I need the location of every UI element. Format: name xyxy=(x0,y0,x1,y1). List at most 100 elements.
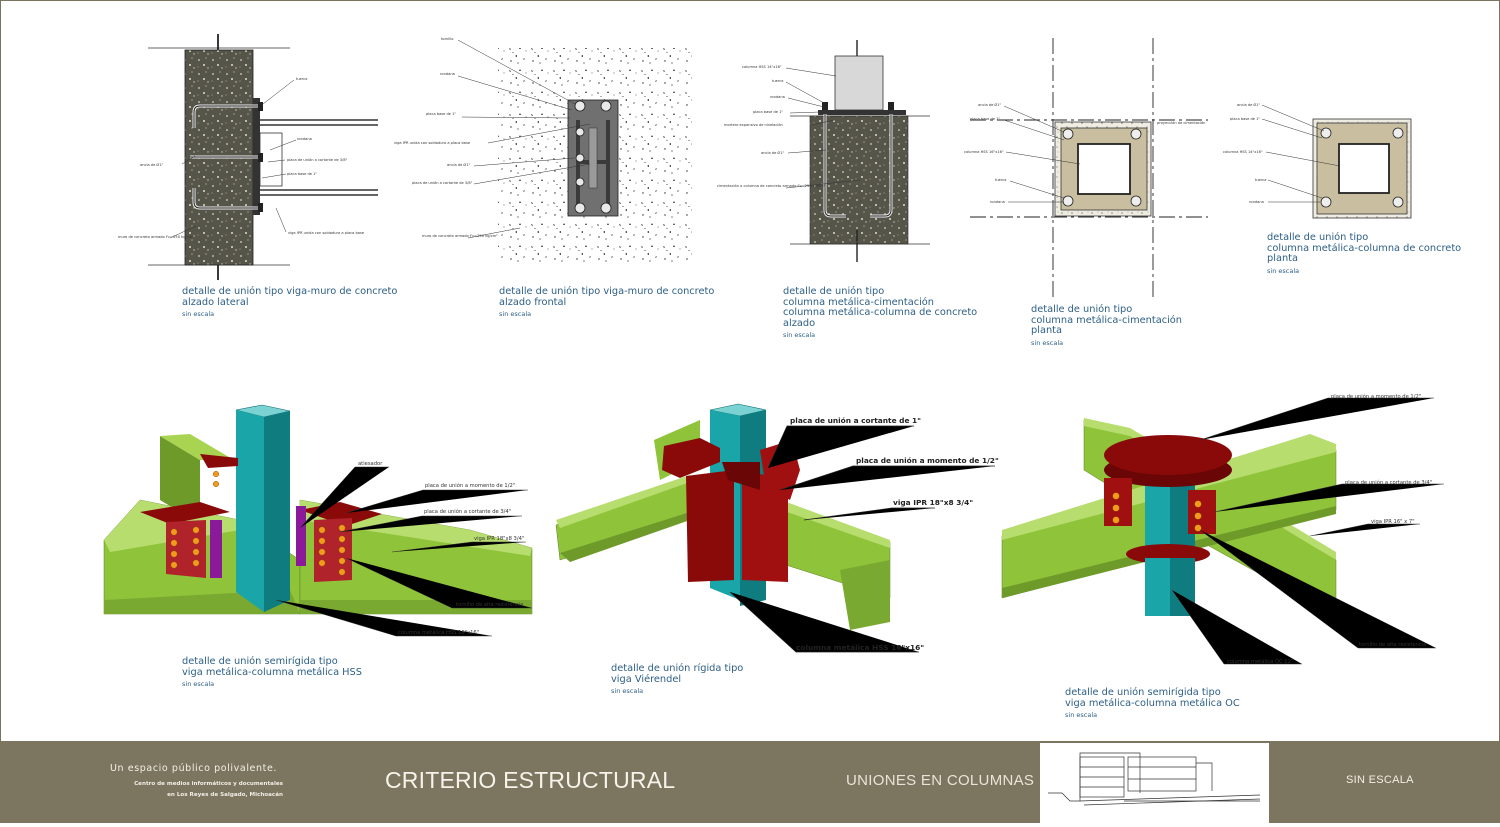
d5-label: rondana xyxy=(1249,200,1264,204)
caption-detail-8: detalle de unión semirígida tipo viga me… xyxy=(1065,687,1240,721)
caption-scale: sin escala xyxy=(499,310,532,318)
d5-label: ancla de Ø1" xyxy=(1237,102,1261,107)
d8-label: placa de unión a momento de 1/2" xyxy=(1331,393,1421,400)
key-plan xyxy=(1040,743,1269,823)
d4-label: tuerca xyxy=(995,178,1006,182)
caption-title: detalle de unión tipo viga-muro de concr… xyxy=(182,286,398,297)
caption-detail-6: detalle de unión semirígida tipo viga me… xyxy=(182,656,362,690)
sheet-scale: SIN ESCALA xyxy=(1346,774,1414,786)
caption-title: detalle de unión tipo xyxy=(1267,232,1369,243)
d4-label: placa base de 1" xyxy=(970,117,1000,121)
detail-4-column-footing-plan: ancla de Ø1" placa base de 1" columna HS… xyxy=(964,38,1208,300)
caption-scale: sin escala xyxy=(182,310,215,318)
d1-label: muro de concreto armado f'c=250 kg/cm² xyxy=(118,235,194,239)
caption-title: detalle de unión tipo viga-muro de concr… xyxy=(499,286,715,297)
caption-detail-7: detalle de unión rígida tipo viga Viéren… xyxy=(611,663,744,697)
caption-detail-2: detalle de unión tipo viga-muro de concr… xyxy=(499,286,715,320)
project-location-line: en Los Reyes de Salgado, Michoacán xyxy=(167,792,283,798)
d6-label: atiesador xyxy=(358,461,383,467)
d6-label: placa de unión a cortante de 3/4" xyxy=(424,508,511,515)
d8-label: viga IPR 16" x 7" xyxy=(1371,519,1415,525)
sheet-title: CRITERIO ESTRUCTURAL xyxy=(385,767,676,793)
detail-6-semirigid-hss: atiesador placa de unión a momento de 1/… xyxy=(103,404,533,637)
caption-subtitle: planta xyxy=(1031,325,1062,336)
caption-subtitle: alzado frontal xyxy=(499,296,567,308)
caption-scale: sin escala xyxy=(1267,266,1300,275)
d1-label: tuerca xyxy=(296,77,307,81)
caption-subtitle: columna metálica-cimentación xyxy=(783,296,935,308)
d6-label: tornillo de alta resistencia xyxy=(456,602,523,608)
d2-label: tornillo xyxy=(441,37,454,41)
d6-label: viga IPR 18"x8 3/4" xyxy=(474,536,524,542)
caption-title: detalle de unión semirígida tipo xyxy=(182,656,338,667)
caption-detail-1: detalle de unión tipo viga-muro de concr… xyxy=(182,286,398,320)
d3-label: placa base de 1" xyxy=(753,110,783,114)
d7-label: columna metálica HSS 16"x16" xyxy=(796,643,924,652)
d1-label: viga IPR unida con soldadura a placa bas… xyxy=(288,231,365,235)
d3-label: mortero expansivo de nivelación xyxy=(724,123,783,127)
d7-label: placa de unión a cortante de 1" xyxy=(790,416,921,425)
d6-label: columna metálica HSS 16"x16" xyxy=(398,629,479,636)
drawings-canvas: tuerca rondana placa de unión a cortante… xyxy=(103,34,1444,665)
d3-label: tuerca xyxy=(772,79,783,83)
d2-label: placa base de 1" xyxy=(426,112,456,116)
caption-detail-4: detalle de unión tipo columna metálica-c… xyxy=(1031,304,1183,348)
d6-label: placa de unión a momento de 1/2" xyxy=(425,482,515,489)
d8-label: columna metálica OC 12" xyxy=(1227,658,1293,665)
d2-label: ancla de Ø1" xyxy=(447,162,471,167)
d5-label: columna HSS 14"x16" xyxy=(1223,150,1263,154)
detail-8-semirigid-oc: placa de unión a momento de 1/2" placa d… xyxy=(1001,393,1444,665)
caption-subtitle: columna metálica-columna de concreto xyxy=(1267,242,1462,254)
d1-label: ancla de Ø1" xyxy=(140,162,164,167)
caption-subtitle: alzado lateral xyxy=(182,296,249,308)
d2-label: viga IPR unida con soldadura a placa bas… xyxy=(394,141,471,145)
project-name: Centro de medios informáticos y document… xyxy=(134,779,283,801)
detail-5-column-concrete-plan: ancla de Ø1" placa base de 1" columna HS… xyxy=(1223,102,1412,219)
d7-label: placa de unión a momento de 1/2" xyxy=(856,456,999,465)
d4-label: columna HSS 16"x16" xyxy=(964,150,1004,154)
d5-label: placa base de 1" xyxy=(1230,117,1260,121)
caption-subtitle: planta xyxy=(1267,253,1298,264)
d3-label: rondana xyxy=(770,95,785,99)
caption-scale: sin escala xyxy=(1031,338,1064,347)
caption-subtitle: alzado xyxy=(783,317,816,329)
d4-label: ancla de Ø1" xyxy=(978,102,1002,107)
d8-label: placa de unión a cortante de 3/4" xyxy=(1345,479,1432,486)
caption-subtitle: viga Viérendel xyxy=(611,673,682,685)
caption-title: detalle de unión semirígida tipo xyxy=(1065,687,1221,698)
d2-label: rondana xyxy=(440,72,455,76)
caption-title: detalle de unión tipo xyxy=(1031,304,1133,315)
key-plan-drawing xyxy=(1048,752,1261,806)
detail-3-column-footing-elevation: columna HSS 14"x16" tuerca rondana placa… xyxy=(717,40,930,262)
d7-label: viga IPR 18"x8 3/4" xyxy=(893,498,973,507)
caption-scale: sin escala xyxy=(611,687,644,695)
caption-subtitle: viga metálica-columna metálica HSS xyxy=(182,666,362,678)
d4-label: rondana xyxy=(990,200,1005,204)
detail-7-rigid-vierendel: placa de unión a cortante de 1" placa de… xyxy=(555,403,999,653)
d3-label: ancla de Ø1" xyxy=(761,150,785,155)
caption-subtitle: viga metálica-columna metálica OC xyxy=(1065,697,1240,709)
d8-label: tornillo de alta resistencia xyxy=(1359,642,1426,648)
detail-2-wall-beam-front: tornillo rondana placa base de 1" viga I… xyxy=(394,37,692,266)
caption-title: detalle de unión tipo xyxy=(783,286,885,297)
project-name-line: Centro de medios informáticos y document… xyxy=(134,781,283,787)
caption-subtitle: columna metálica-columna de concreto xyxy=(783,307,978,318)
d3-label: columna HSS 14"x16" xyxy=(742,65,782,69)
caption-title: detalle de unión rígida tipo xyxy=(611,663,744,674)
d4-label: proyección de cimentación xyxy=(1157,121,1205,125)
d5-label: tuerca xyxy=(1255,178,1266,182)
sheet-section: UNIONES EN COLUMNAS xyxy=(846,772,1035,789)
caption-subtitle: columna metálica-cimentación xyxy=(1031,314,1183,326)
d1-label: placa de unión a cortante de 3/8" xyxy=(287,158,348,162)
caption-scale: sin escala xyxy=(1065,711,1098,719)
title-block: Un espacio público polivalente. Centro d… xyxy=(0,741,1500,823)
detail-1-wall-beam-side: tuerca rondana placa de unión a cortante… xyxy=(118,34,378,280)
caption-detail-5: detalle de unión tipo columna metálica-c… xyxy=(1267,232,1462,276)
d2-label: muro de concreto armado f'c=250 kg/cm² xyxy=(422,234,498,238)
d1-label: rondana xyxy=(297,137,312,141)
d1-label: placa base de 1" xyxy=(287,172,317,176)
d2-label: placa de unión a cortante de 3/8" xyxy=(412,181,473,185)
caption-detail-3: detalle de unión tipo columna metálica-c… xyxy=(783,286,978,341)
d3-label: cimentación o columna de concreto armado… xyxy=(717,184,826,188)
caption-scale: sin escala xyxy=(783,331,816,339)
